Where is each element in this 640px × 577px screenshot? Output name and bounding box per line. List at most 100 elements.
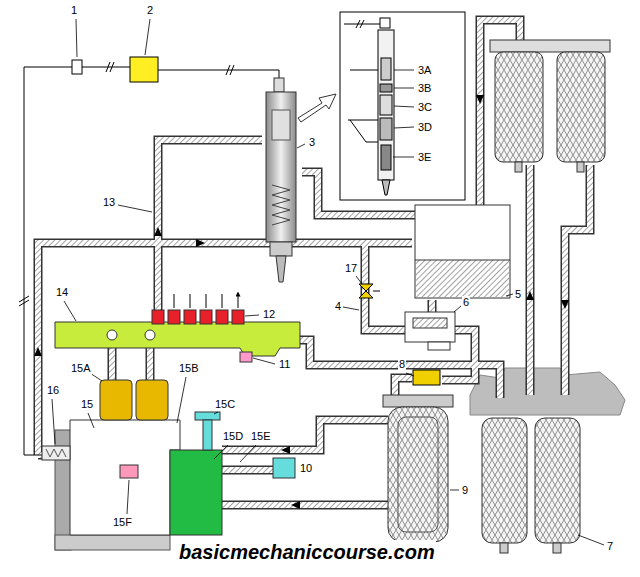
fuel-tank	[415, 205, 510, 298]
injector-detail	[380, 18, 390, 28]
callout-number: 15F	[112, 516, 133, 529]
callout-number: 9	[461, 484, 469, 497]
leader-line	[454, 306, 461, 312]
callout-number: 13	[102, 196, 116, 209]
callout-number: 3D	[417, 121, 433, 134]
fuel-cooler	[428, 342, 450, 350]
callout-number: 11	[278, 358, 291, 371]
leader-line	[214, 412, 218, 414]
callout-number: 15C	[214, 398, 236, 411]
leader-line	[52, 399, 55, 444]
leader-line	[90, 373, 102, 381]
secondary-filter	[577, 162, 584, 172]
injector-detail	[380, 84, 392, 92]
engine-filter	[535, 418, 580, 543]
leader-line	[76, 19, 77, 57]
fuel-cooler	[405, 312, 455, 342]
leader-line	[356, 276, 362, 284]
flow-arrow	[281, 446, 290, 454]
pump-element	[216, 310, 228, 324]
callout-number: 15E	[250, 430, 272, 443]
leader-line	[118, 205, 152, 212]
pump-housing	[70, 420, 180, 535]
pump-housing	[55, 535, 170, 550]
callout-number: 3	[308, 136, 316, 149]
leader-line	[88, 413, 94, 428]
leader-line	[177, 377, 186, 423]
control-module	[130, 57, 158, 82]
callout-number: 3C	[417, 101, 433, 114]
callout-number: 12	[262, 308, 276, 321]
injector-detail	[382, 180, 390, 195]
pump-housing	[203, 420, 212, 450]
injector	[274, 78, 284, 92]
fuel-rail	[55, 322, 300, 356]
detail-arrow	[298, 94, 336, 122]
leader-line	[145, 19, 150, 55]
leader-line	[578, 535, 604, 545]
pump-housing	[120, 465, 138, 478]
pump-element	[200, 310, 212, 324]
secondary-filter	[557, 52, 605, 162]
engine-filter	[500, 543, 508, 553]
flow-arrow	[34, 347, 42, 356]
leader-line	[506, 294, 513, 296]
pump-housing	[136, 380, 168, 420]
leader-line	[450, 490, 459, 491]
fuel-system-drawing	[373, 291, 380, 292]
fuel-tank	[415, 260, 510, 261]
rail-port	[145, 330, 155, 340]
leader-line	[394, 106, 414, 107]
callout-number: 16	[46, 384, 60, 397]
callout-number: 15B	[178, 362, 200, 375]
primary-filter	[388, 407, 448, 542]
injector-detail	[380, 118, 392, 140]
engine-filter	[553, 543, 561, 553]
leader-line	[214, 445, 228, 459]
relief-valve	[42, 446, 70, 460]
flow-arrow	[291, 501, 300, 509]
callout-number: 2	[146, 4, 154, 17]
pump-element	[174, 294, 238, 308]
injector	[272, 110, 290, 140]
sensor-box	[72, 60, 82, 74]
secondary-filter	[490, 40, 610, 52]
flow-arrow	[561, 300, 569, 309]
relief-valve	[46, 449, 66, 457]
callout-number: 3B	[417, 82, 432, 95]
callout-number: 8	[398, 358, 406, 371]
callout-number: 1	[70, 4, 78, 17]
injector-detail	[381, 145, 391, 170]
secondary-filter	[490, 40, 610, 172]
secondary-filter	[515, 162, 522, 172]
callout-number: 4	[334, 300, 342, 313]
electrical-wire	[226, 65, 234, 75]
callout-number: 15D	[222, 430, 244, 443]
leader-line	[393, 157, 414, 158]
injector-detail	[340, 12, 465, 200]
injector	[276, 256, 286, 282]
injector	[270, 242, 292, 256]
leader-line	[245, 315, 259, 316]
leader-line	[297, 144, 305, 148]
leader-line	[253, 358, 275, 364]
leader-line	[394, 88, 414, 89]
pump-element	[152, 310, 164, 324]
callout-number: 10	[299, 462, 313, 475]
flow-arrow	[476, 95, 484, 104]
leader-line	[52, 19, 604, 545]
leader-line	[406, 373, 414, 376]
leader-line	[394, 127, 414, 128]
electrical-wire	[19, 62, 279, 455]
electrical-wire	[82, 67, 130, 68]
flow-arrow	[154, 227, 162, 236]
flow-arrow	[34, 95, 569, 509]
primary-filter	[383, 395, 453, 542]
injector-detail	[380, 95, 392, 115]
electrical-wire	[106, 62, 114, 72]
pump-housing	[55, 380, 222, 550]
relief-valve	[42, 446, 70, 460]
pump-housing	[100, 380, 132, 420]
engine-block	[470, 368, 625, 415]
